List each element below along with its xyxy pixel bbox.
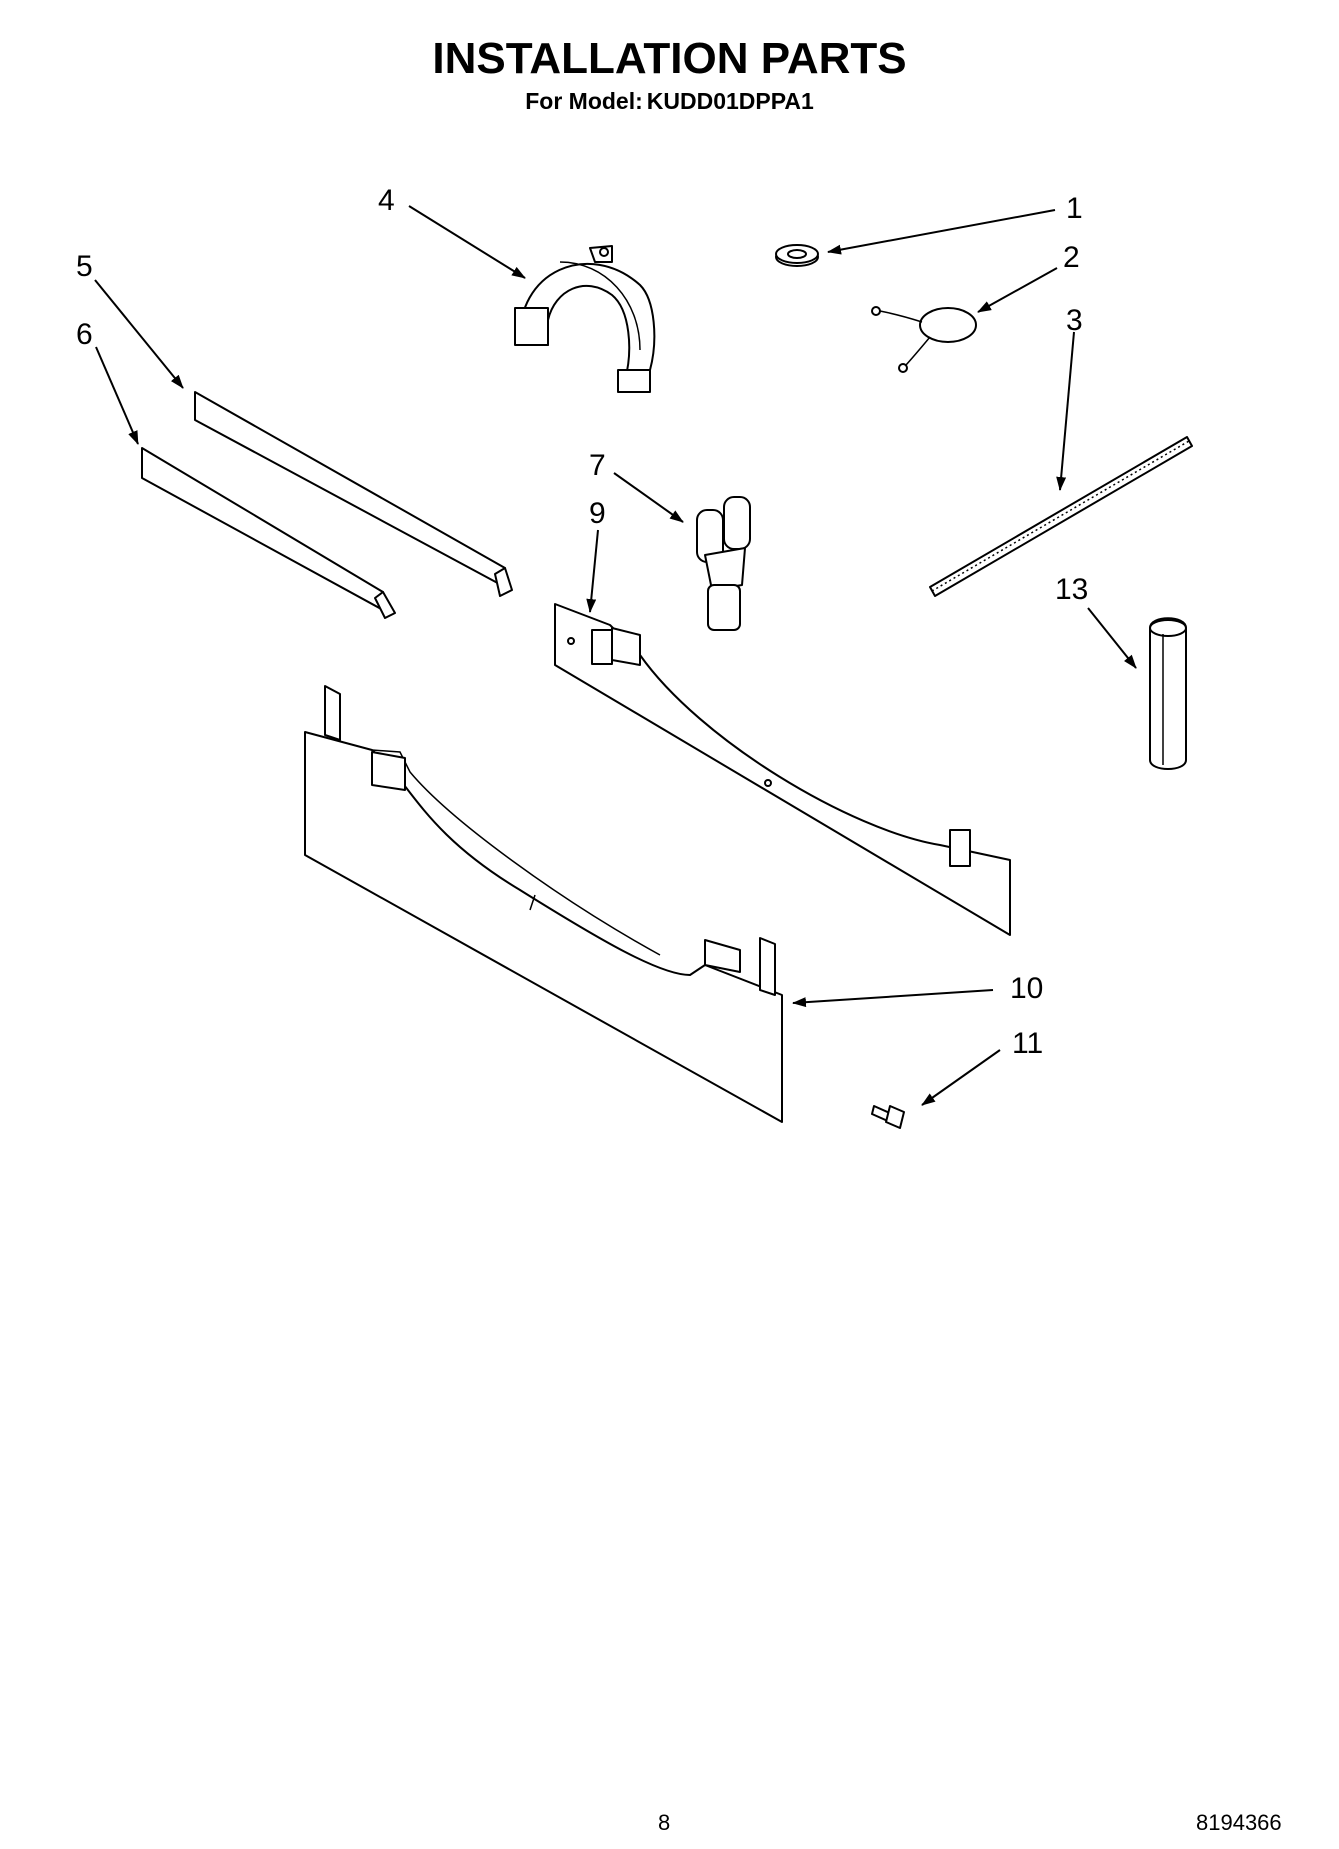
leader-11 — [921, 1049, 1001, 1106]
callout-5: 5 — [76, 250, 93, 283]
leader-10 — [792, 989, 994, 1008]
part-6-angle-strip — [141, 447, 396, 619]
page-number: 8 — [658, 1810, 671, 1835]
part-7-y-connector — [696, 496, 751, 631]
leader-2 — [977, 267, 1058, 313]
model-number: KUDD01DPPA1 — [646, 88, 814, 114]
leader-lines — [94, 205, 1137, 1106]
leader-1 — [827, 209, 1056, 255]
leader-4 — [408, 205, 526, 279]
part-10-front-panel — [304, 685, 783, 1123]
callout-4: 4 — [378, 184, 395, 217]
part-5-angle-strip — [194, 391, 513, 597]
leader-13 — [1087, 607, 1137, 669]
leader-9 — [586, 529, 599, 613]
part-4-hose-bracket — [514, 245, 656, 393]
model-label: For Model: — [525, 88, 643, 114]
leader-3 — [1056, 331, 1075, 491]
callout-numbers: 1 2 3 4 5 6 7 9 10 11 13 — [76, 184, 1088, 1060]
leader-7 — [613, 472, 684, 523]
part-13-tube — [1149, 617, 1187, 770]
callout-3: 3 — [1066, 304, 1083, 337]
model-subtitle: For Model:KUDD01DPPA1 — [0, 88, 1339, 115]
document-number: 8194366 — [1196, 1810, 1282, 1835]
part-11-screw — [871, 1105, 905, 1129]
part-9-bracket-plate — [554, 603, 1011, 936]
part-2-disc-with-leads — [871, 306, 977, 373]
callout-9: 9 — [589, 497, 606, 530]
callout-13: 13 — [1055, 573, 1088, 606]
page-title: INSTALLATION PARTS — [432, 34, 907, 83]
part-1-washer — [775, 244, 819, 267]
callout-11: 11 — [1012, 1027, 1043, 1060]
callout-7: 7 — [589, 449, 606, 482]
leader-6 — [95, 346, 139, 445]
leader-5 — [94, 279, 184, 389]
callout-10: 10 — [1010, 972, 1043, 1005]
part-3-toothed-strip — [929, 436, 1193, 597]
callout-6: 6 — [76, 318, 93, 351]
callout-1: 1 — [1066, 192, 1083, 225]
callout-2: 2 — [1063, 241, 1080, 274]
